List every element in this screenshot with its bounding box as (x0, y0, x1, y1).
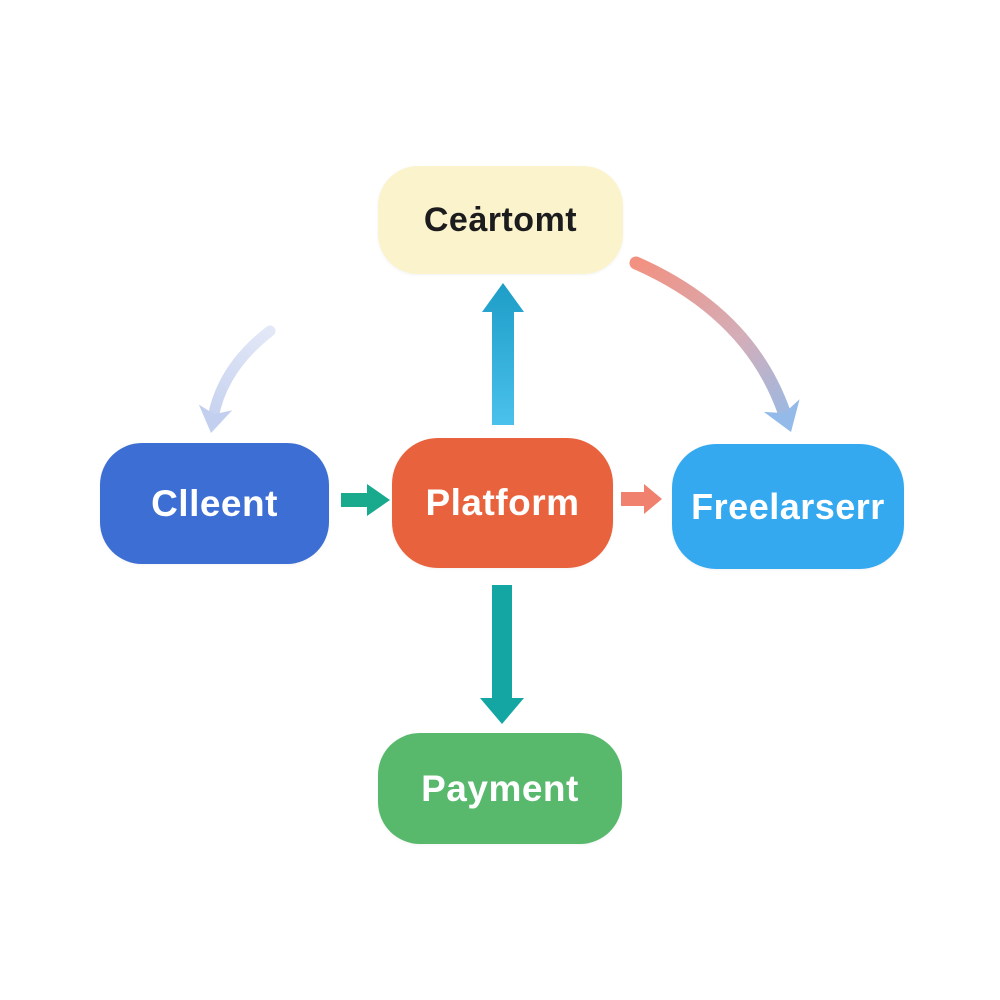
node-platform-label: Platform (425, 482, 580, 523)
node-client-label: Clleent (151, 482, 278, 524)
node-contract: Ceȧrtomt (378, 166, 623, 274)
arrow-platform-to-contract (482, 283, 524, 425)
arrow-contract-to-freelancer (629, 256, 800, 432)
arrow-platform-to-freelancer (621, 484, 662, 514)
arrow-platform-to-payment (480, 585, 524, 724)
node-payment-label: Payment (421, 767, 579, 809)
arrow-contract-to-freelancer-head (763, 399, 800, 432)
arrow-curve-to-client-head (198, 404, 233, 433)
arrow-curve-to-client (198, 325, 276, 433)
node-platform: Platform (392, 438, 613, 568)
arrow-client-to-platform (341, 484, 390, 516)
node-freelancer-label: Freelarserr (691, 485, 885, 527)
node-payment: Payment (378, 733, 622, 844)
node-client: Clleent (100, 443, 329, 564)
node-contract-label: Ceȧrtomt (423, 200, 578, 239)
node-freelancer: Freelarserr (672, 444, 904, 569)
